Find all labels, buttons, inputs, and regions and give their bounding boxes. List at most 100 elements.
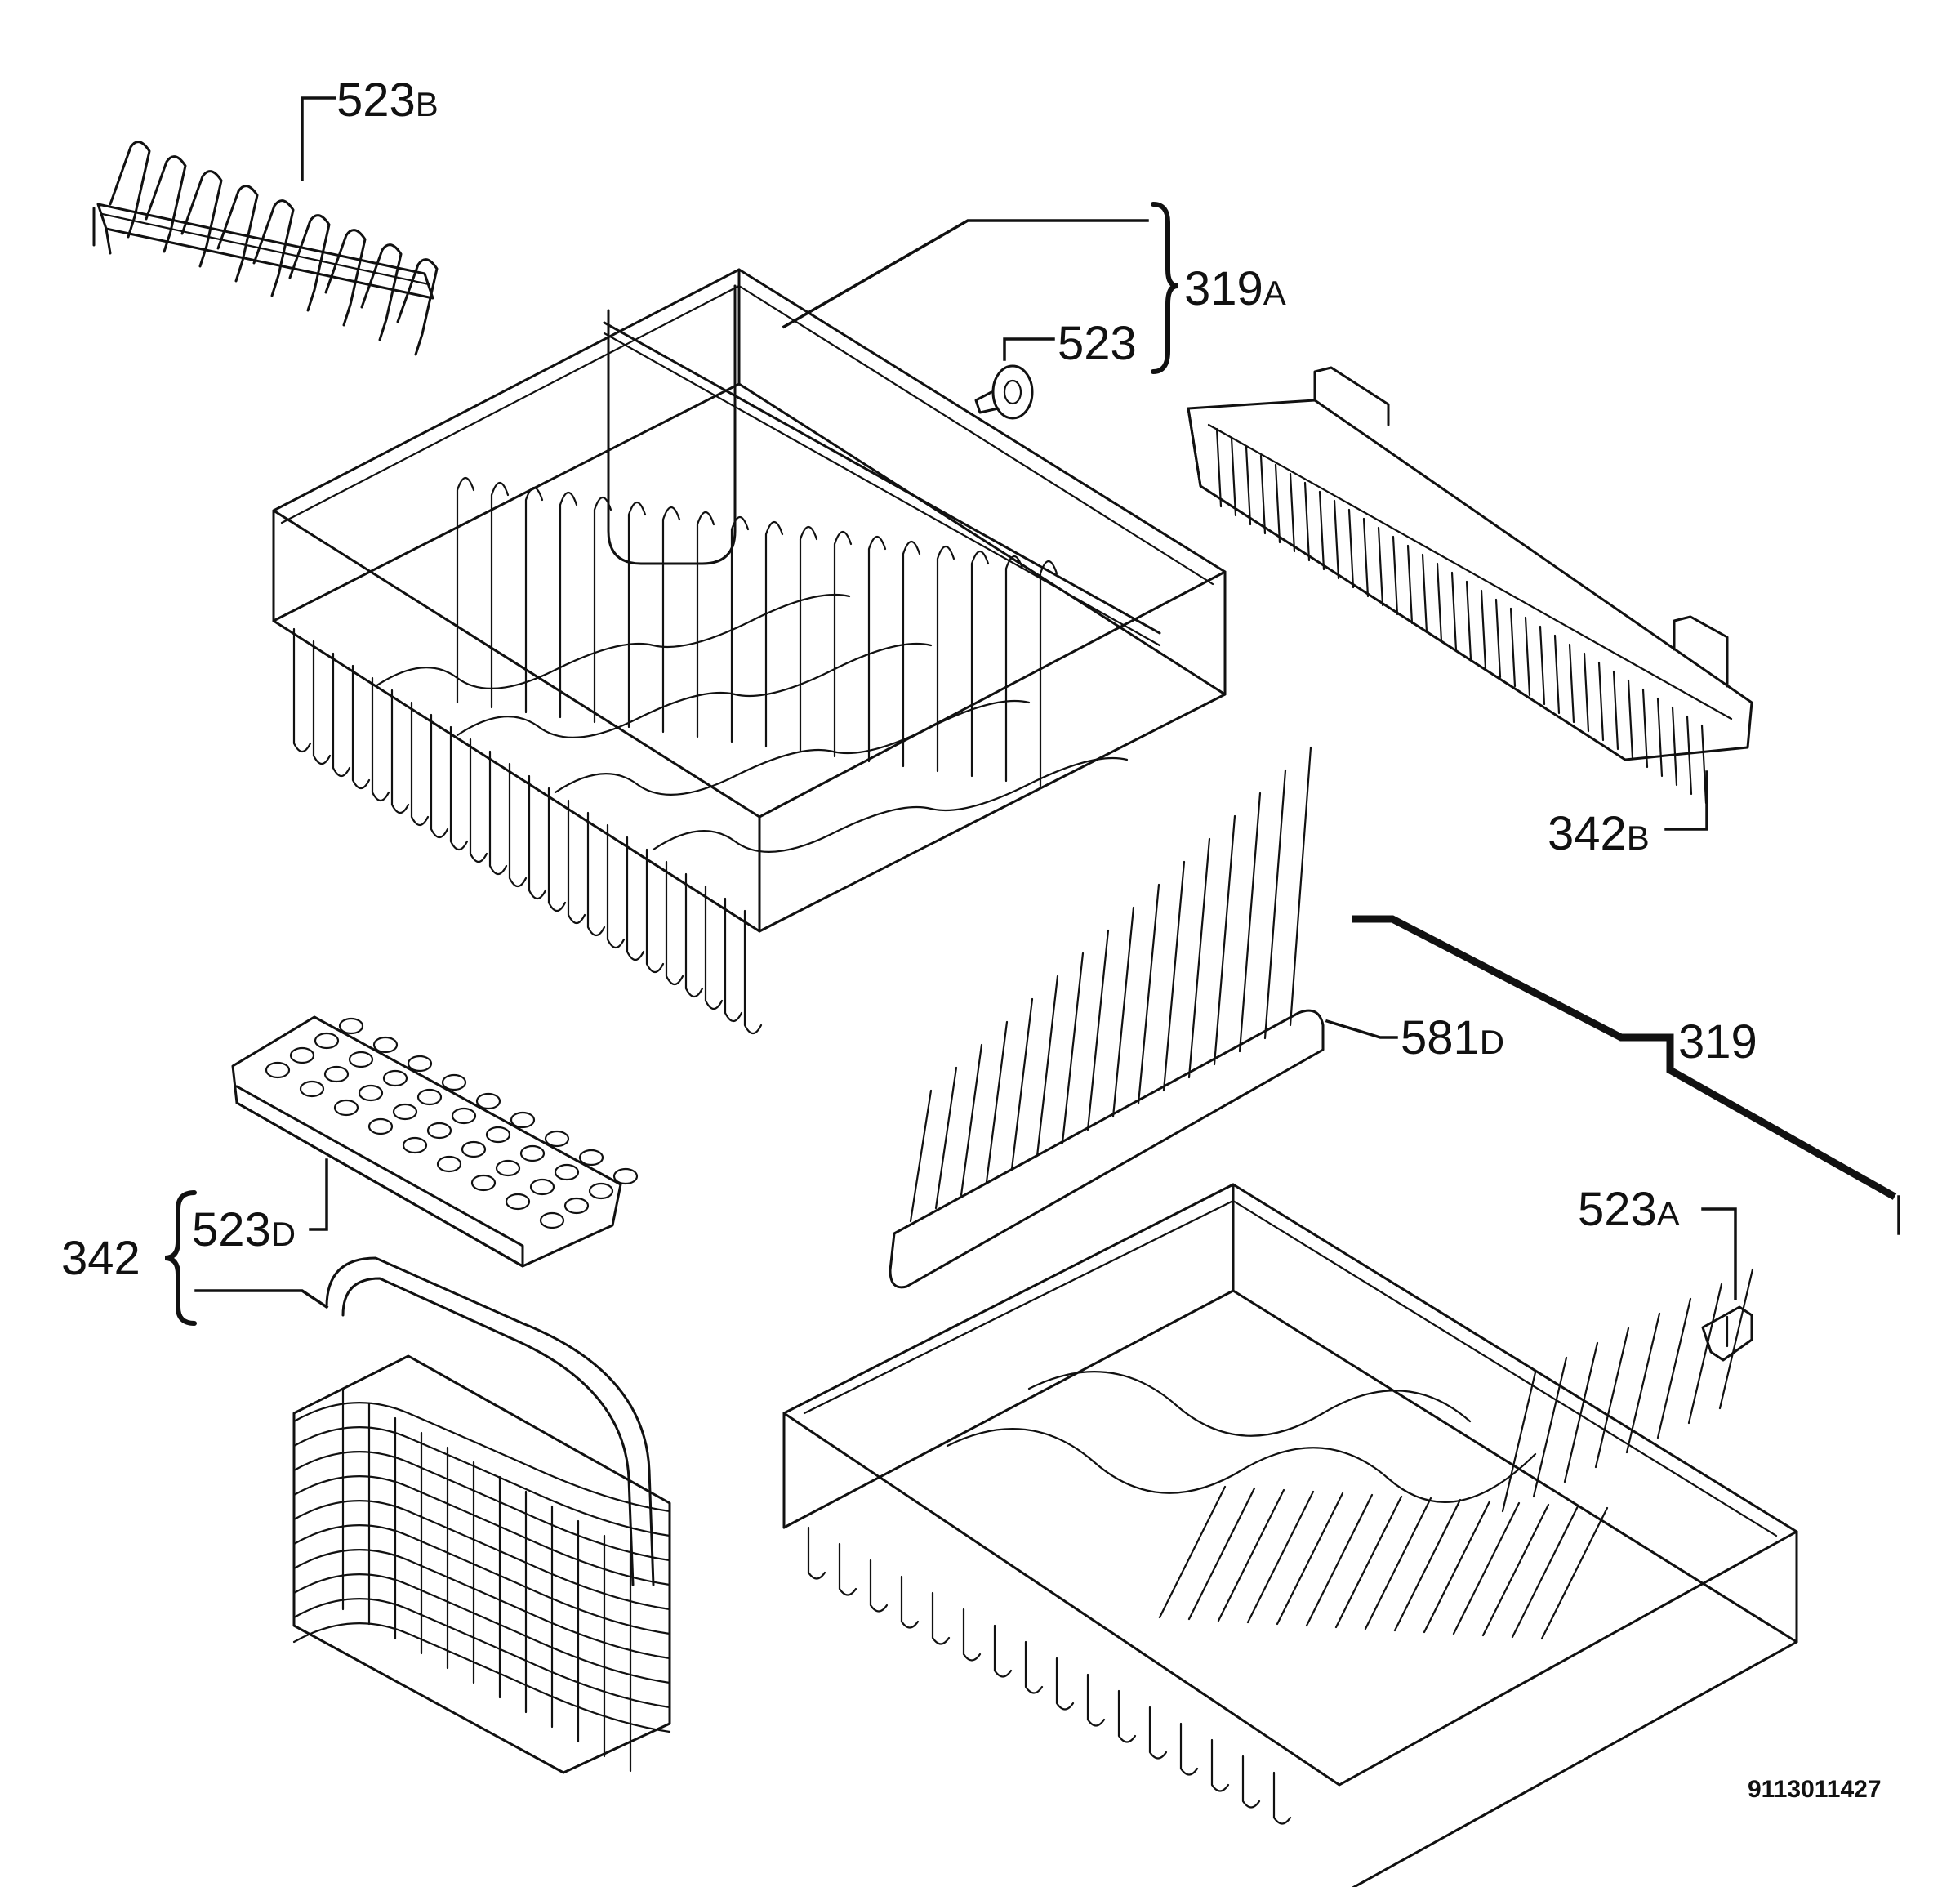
fold-tine	[1111, 906, 1135, 1118]
lid-slot	[358, 1084, 384, 1102]
shelf-bar	[1583, 652, 1590, 733]
basket-foot-wire	[724, 897, 743, 1023]
fold-tine	[1061, 952, 1085, 1144]
shelf-bar	[1450, 571, 1458, 652]
basket-tine	[902, 540, 921, 768]
lid-slot	[368, 1117, 394, 1135]
lower-foot-wire	[1117, 1689, 1137, 1743]
basket-tine	[559, 491, 578, 719]
lid-slot	[475, 1092, 501, 1110]
lower-tine	[1364, 1497, 1432, 1630]
callout-523: 523	[1058, 317, 1137, 370]
lower-foot-wire	[807, 1526, 826, 1580]
fold-tine	[934, 1066, 958, 1210]
rack-clip	[324, 229, 367, 327]
shelf-bar	[1480, 589, 1487, 670]
basket-foot-wire	[292, 627, 312, 753]
lower-tine	[1305, 1493, 1374, 1627]
rack-clip	[360, 243, 403, 341]
lower-tine	[1276, 1492, 1344, 1626]
basket-roller-523	[974, 364, 1034, 420]
fold-tine	[1036, 975, 1059, 1158]
lid-slot	[505, 1193, 531, 1211]
basket-ring	[292, 1426, 671, 1537]
lid-slot	[265, 1061, 291, 1079]
lower-tine	[1423, 1500, 1491, 1634]
lower-side-tine	[1687, 1283, 1723, 1425]
lower-foot-wire	[1241, 1755, 1261, 1809]
shelf-bar	[1406, 544, 1414, 625]
basket-ring	[292, 1524, 671, 1635]
basket-tine	[936, 545, 956, 773]
lid-slot	[407, 1055, 433, 1073]
lower-foot-wire	[931, 1591, 951, 1645]
shelf-bar	[1612, 670, 1619, 751]
lower-foot-wire	[1086, 1673, 1106, 1727]
callout-319a: 319A	[1184, 262, 1286, 315]
shelf-bar	[1421, 553, 1428, 634]
basket-tine	[730, 515, 750, 743]
callout-523a: 523A	[1578, 1183, 1680, 1236]
basket-ring	[292, 1573, 671, 1684]
shelf-bar	[1348, 508, 1355, 589]
shelf-bar	[1627, 679, 1634, 760]
lower-foot-wire	[993, 1624, 1013, 1678]
shelf-bar	[1509, 607, 1517, 688]
lower-foot-wire	[1210, 1738, 1230, 1792]
lower-tine	[1187, 1487, 1256, 1621]
basket-tine	[970, 550, 990, 778]
lid-slot	[392, 1103, 418, 1121]
document-id: 9113011427	[1748, 1776, 1882, 1803]
upper-basket	[272, 268, 1227, 1035]
basket-foot-wire	[704, 885, 724, 1010]
lid-slot	[612, 1167, 639, 1185]
lid-slot	[529, 1178, 555, 1196]
shelf-bar	[1333, 499, 1340, 580]
basket-tine	[490, 481, 510, 709]
lid-slot	[372, 1036, 399, 1054]
lid-slot	[554, 1163, 580, 1181]
lower-tine	[1452, 1501, 1521, 1635]
fold-tine	[1162, 860, 1186, 1092]
basket-ring	[292, 1500, 671, 1611]
leader-lines	[194, 96, 1900, 1309]
basket-foot-wire	[743, 909, 763, 1035]
shelf-bar	[1597, 661, 1605, 742]
lid-slot	[426, 1122, 452, 1140]
shelf-bar	[1362, 517, 1370, 598]
basket-ring	[292, 1549, 671, 1660]
lower-foot-wire	[1024, 1640, 1044, 1694]
brace-342	[164, 1190, 197, 1326]
basket-tine	[696, 511, 715, 738]
shelf-bar	[1524, 616, 1531, 697]
rack-clip	[252, 199, 295, 297]
lid-slot	[299, 1080, 325, 1098]
lower-foot-wire	[869, 1559, 889, 1613]
lower-tine	[1246, 1490, 1315, 1624]
basket-ring	[292, 1451, 671, 1562]
lid-slot	[289, 1046, 315, 1064]
lid-slot	[348, 1051, 374, 1068]
shelf-bar	[1553, 634, 1561, 715]
basket-foot-wire	[606, 823, 626, 949]
lid-slot	[461, 1140, 487, 1158]
fold-tine	[1010, 997, 1034, 1171]
lid-slot	[436, 1155, 462, 1173]
lower-side-tine	[1656, 1297, 1692, 1439]
rack-clip	[216, 185, 259, 283]
lower-side-tine	[1563, 1341, 1599, 1483]
basket-tine	[593, 496, 612, 724]
lid-slot	[495, 1159, 521, 1177]
lower-basket	[782, 1183, 1798, 1887]
lower-foot-wire	[1055, 1657, 1075, 1711]
rack-clip	[109, 141, 151, 239]
basket-foot-wire	[312, 640, 332, 765]
basket-tine	[799, 525, 818, 753]
lid-slot	[544, 1130, 570, 1148]
lower-side-tine	[1532, 1356, 1568, 1498]
basket-foot-wire	[626, 836, 645, 961]
fold-tine	[1137, 883, 1160, 1105]
basket-ring	[292, 1402, 671, 1513]
lower-foot-wire	[962, 1608, 982, 1662]
shelf-bar	[1318, 490, 1325, 571]
